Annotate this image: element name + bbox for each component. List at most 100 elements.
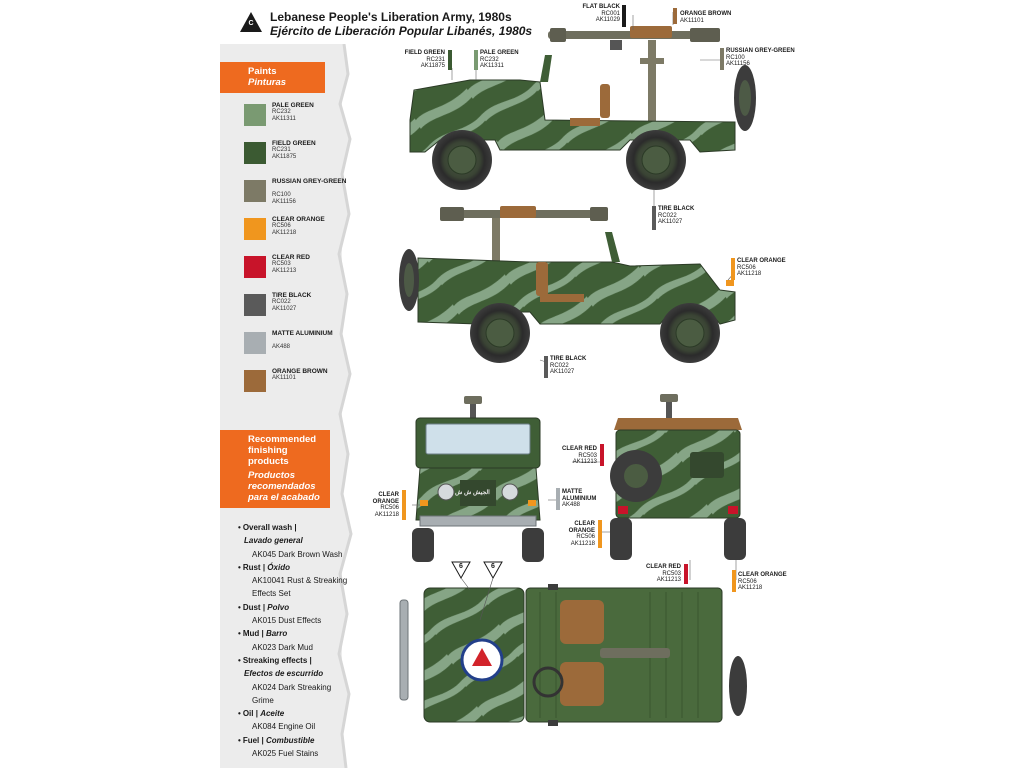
side-view-left xyxy=(409,26,756,190)
finishing-category-en: Mud | xyxy=(242,629,264,639)
paint-swatch xyxy=(244,370,266,392)
finishing-product: AK10041 Rust & Streaking Effects Set xyxy=(252,576,348,599)
paint-swatch xyxy=(244,180,266,202)
finishing-category-es: Efectos de escurrido xyxy=(244,669,324,679)
torn-edge-decoration xyxy=(330,44,353,768)
paint-item: MATTE ALUMINIUM AK488 xyxy=(244,330,344,356)
paint-ak-code: AK11213 xyxy=(272,267,297,274)
paint-name: FIELD GREEN xyxy=(272,140,316,147)
decal-marker-2: 6 xyxy=(491,563,495,570)
finishing-category: •Overall wash | xyxy=(238,521,354,534)
finishing-category-en: Oil | xyxy=(242,709,258,719)
hood-lettering: ﺍﻟﺠﻴﺶ ﺵ ﺵ xyxy=(455,490,490,496)
finishing-category-es: Barro xyxy=(265,629,288,639)
finishing-category-es: Combustible xyxy=(265,735,315,745)
paint-ak-code: AK488 xyxy=(272,344,291,350)
paint-swatch xyxy=(244,332,266,354)
finishing-category: •Fuel | Combustible xyxy=(238,734,354,747)
paint-swatch xyxy=(244,294,266,316)
paint-rc-code: RC503 xyxy=(272,261,291,267)
finishing-category: •Dust | Polvo xyxy=(238,601,354,614)
finishing-category-en: Dust | xyxy=(242,602,266,612)
clear-orange-chip-1 xyxy=(731,258,735,280)
finishing-product: AK084 Engine Oil xyxy=(252,722,316,732)
page-title: Lebanese People's Liberation Army, 1980s xyxy=(270,10,512,24)
finishing-product: AK025 Fuel Stains xyxy=(252,749,319,759)
russian-grey-green-chip xyxy=(720,48,724,70)
sidebar-panel xyxy=(220,44,342,768)
bullet-icon: • xyxy=(238,523,241,532)
bullet-icon: • xyxy=(238,562,241,572)
field-green-chip xyxy=(448,50,452,70)
paint-name: MATTE ALUMINIUM xyxy=(272,330,333,337)
paint-rc-code: RC100 xyxy=(272,192,291,198)
paint-rc-code: RC022 xyxy=(272,299,291,305)
paint-ak-code: AK11156 xyxy=(272,198,296,205)
paint-ak-code: AK11218 xyxy=(272,229,297,236)
pale-green-chip xyxy=(474,50,478,70)
paint-name: RUSSIAN GREY-GREEN xyxy=(272,178,347,185)
scheme-badge-letter: C xyxy=(248,20,254,27)
finishing-category-en: Overall wash | xyxy=(242,523,297,532)
finishing-category-en: Streaking effects | xyxy=(242,655,312,665)
paints-label: Paints xyxy=(248,66,277,77)
paint-swatch xyxy=(244,104,266,126)
orange-brown-chip xyxy=(673,8,677,24)
clear-red-chip-2 xyxy=(684,564,688,584)
finishing-category-en: Fuel | xyxy=(242,735,264,745)
decal-markers xyxy=(451,561,503,621)
paint-ak-code: AK11027 xyxy=(272,305,297,312)
tire-black-chip-1 xyxy=(652,206,656,230)
bullet-icon: • xyxy=(238,629,241,639)
matte-aluminium-chip xyxy=(556,488,560,510)
paint-rc-code: RC231 xyxy=(272,147,291,153)
rear-view xyxy=(610,394,746,560)
paint-ak-code: AK11875 xyxy=(272,153,297,160)
paint-swatch xyxy=(244,218,266,240)
bullet-icon: • xyxy=(238,735,241,745)
finishing-product: AK024 Dark Streaking Grime xyxy=(252,682,332,705)
finishing-category: •Oil | Aceite xyxy=(238,707,354,720)
finishing-category-es: Óxido xyxy=(267,562,290,572)
paint-name: CLEAR ORANGE xyxy=(272,216,325,223)
paint-name: ORANGE BROWN xyxy=(272,368,328,375)
paint-swatch xyxy=(244,256,266,278)
decal-marker-1: 6 xyxy=(459,563,463,570)
paint-ak-code: AK11101 xyxy=(272,375,296,381)
tire-black-chip-2 xyxy=(544,356,548,378)
paint-rc-code: RC506 xyxy=(272,223,291,229)
paint-swatch xyxy=(244,142,266,164)
paint-name: PALE GREEN xyxy=(272,102,314,109)
finishing-category-en: Rust | xyxy=(242,562,266,572)
top-view xyxy=(399,584,747,726)
front-view xyxy=(412,396,544,562)
finishing-category: •Mud | Barro xyxy=(238,627,354,640)
finishing-product: AK015 Dust Effects xyxy=(252,616,322,626)
side-view-right xyxy=(399,206,736,363)
bullet-icon: • xyxy=(238,709,241,719)
paints-section-header: Paints Pinturas xyxy=(220,62,325,93)
finishing-category-es: Polvo xyxy=(267,602,290,612)
finishing-category-es: Lavado general xyxy=(244,536,303,546)
finishing-category: •Rust | Óxido xyxy=(238,561,354,574)
bullet-icon: • xyxy=(238,655,241,665)
